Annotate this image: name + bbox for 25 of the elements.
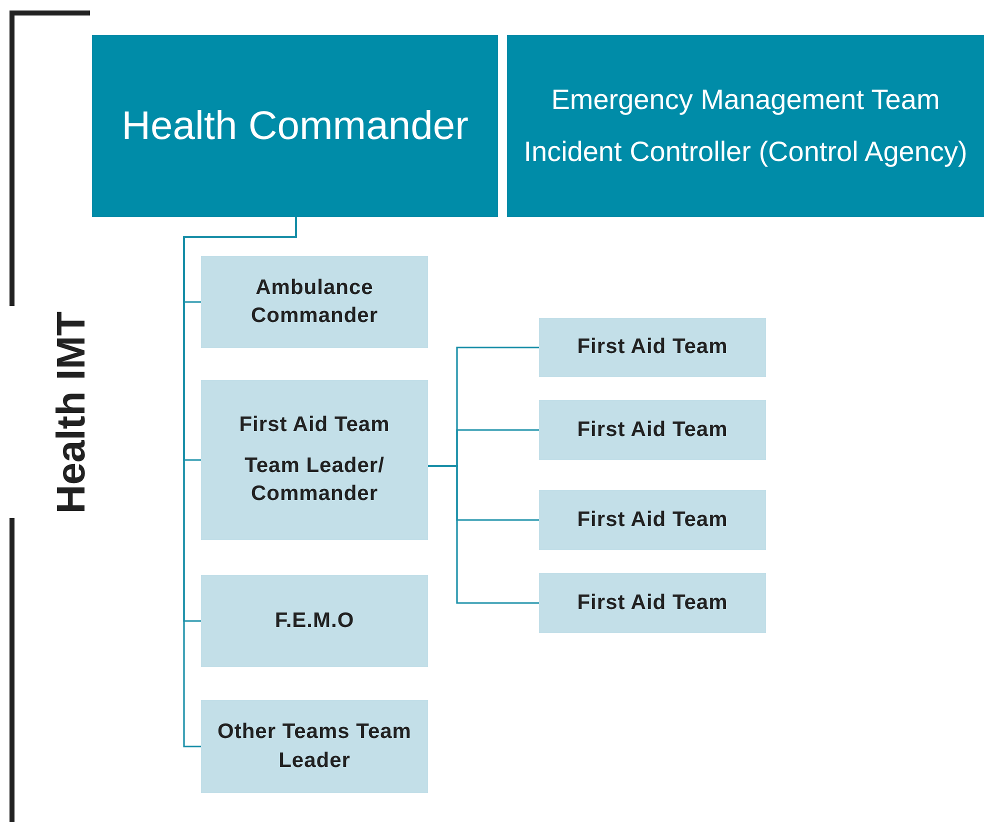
heading-text: First Aid Team	[238, 412, 391, 438]
role-box	[539, 490, 766, 550]
role-text: Ambulance Commander	[250, 274, 380, 329]
role-box	[201, 256, 428, 348]
role-text: Team Leader/ Commander	[244, 452, 386, 508]
role-box	[201, 380, 428, 540]
role-text: First Aid Team	[576, 334, 729, 360]
role-box	[201, 700, 428, 793]
connector-line	[428, 465, 539, 604]
role-text: First Aid Team	[576, 416, 729, 443]
heading-text: Emergency Management Team	[550, 83, 941, 118]
role-text: First Aid Team	[576, 590, 729, 616]
role-text: First Aid Team	[576, 506, 729, 533]
role-text: Incident Controller (Control Agency)	[522, 135, 968, 169]
commander-box	[92, 35, 498, 217]
role-box	[539, 573, 766, 633]
role-box	[539, 400, 766, 460]
connector-line	[183, 217, 297, 748]
role-text: Health Commander	[120, 103, 470, 150]
role-text: Other Teams Team Leader	[216, 719, 412, 774]
side-label: Health IMT	[50, 310, 95, 514]
role-box	[539, 318, 766, 377]
role-box	[201, 575, 428, 667]
team-box	[507, 35, 984, 217]
role-text: F.E.M.O	[274, 608, 356, 634]
